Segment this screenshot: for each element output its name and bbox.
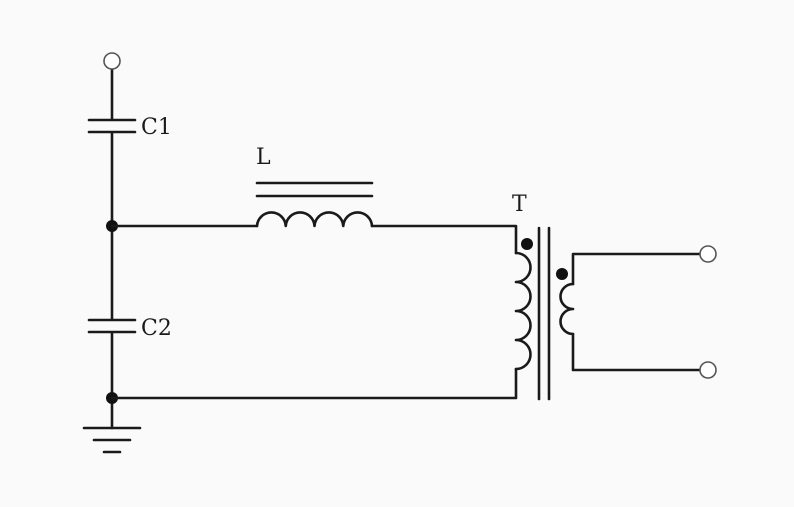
transformer-t	[514, 226, 575, 401]
wire-top-right	[370, 224, 518, 255]
transformer-label: T	[512, 192, 527, 217]
inductor-l	[255, 181, 374, 228]
secondary-polarity-dot	[556, 268, 568, 280]
transformer-primary-coil	[514, 251, 532, 371]
transformer-secondary-coil	[559, 282, 575, 336]
capacitor-c1	[87, 118, 137, 134]
output-terminal-bottom[interactable]	[699, 361, 717, 379]
capacitor-c2-label: C2	[141, 316, 172, 341]
wire-bottom	[110, 367, 518, 400]
primary-polarity-dot	[521, 238, 533, 250]
capacitor-c1-label: C1	[141, 115, 172, 140]
capacitor-c2	[87, 318, 137, 334]
input-terminal-top[interactable]	[103, 52, 121, 70]
inductor-label: L	[256, 145, 271, 170]
wire-output-bottom	[571, 332, 702, 372]
wire-output-top	[571, 252, 702, 286]
ground-icon	[82, 426, 142, 454]
inductor-coil	[255, 211, 374, 228]
output-terminal-top[interactable]	[699, 245, 717, 263]
